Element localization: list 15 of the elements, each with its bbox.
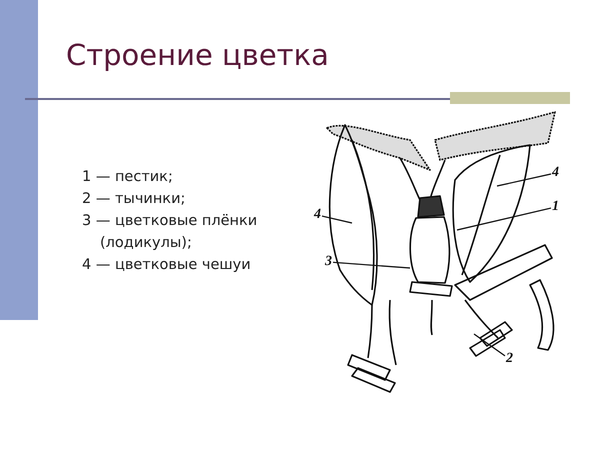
leader-line [496,173,552,187]
callout-number: 3 [324,255,333,269]
slide-title: Строение цветка [66,38,329,72]
legend-text: 4 — цветковые чешуи [82,256,252,275]
leader-line [332,262,410,269]
callout-number: 4 [551,166,560,180]
callout-number: 1 [551,200,560,214]
callout-number: 4 [313,208,322,222]
legend-text: 3 — цветковые плёнки (лодикулы); [82,212,258,253]
legend-text: 2 — тычинки; [82,190,186,209]
leader-line [456,207,552,231]
leader-line [322,215,352,224]
leader-line [474,334,506,356]
legend-text: 1 — пестик; [82,168,174,187]
callout-number: 2 [505,352,514,366]
